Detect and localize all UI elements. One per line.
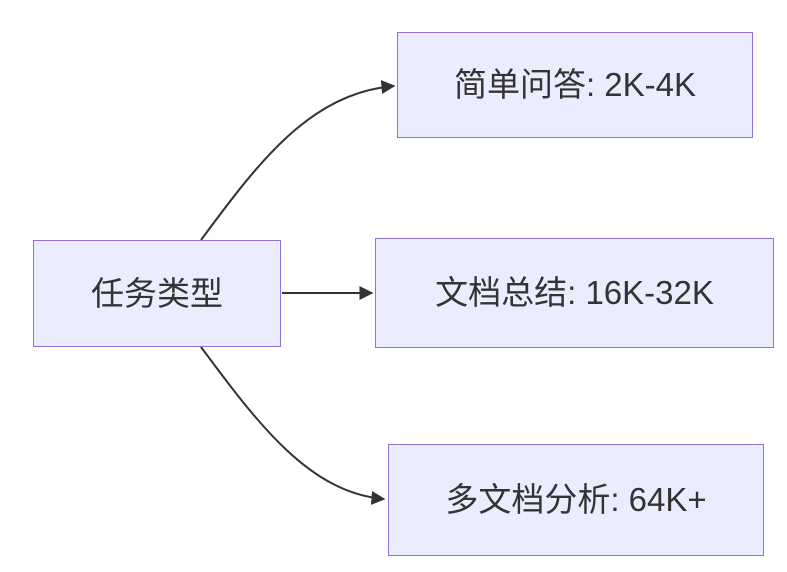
node-task-type-label: 任务类型 bbox=[91, 274, 223, 312]
edge-to-multi-doc bbox=[200, 346, 386, 505]
edge-to-simple-qa bbox=[200, 80, 396, 241]
node-simple-qa-label: 简单问答: 2K-4K bbox=[453, 66, 697, 104]
node-doc-summary-label: 文档总结: 16K-32K bbox=[435, 274, 714, 312]
node-task-type: 任务类型 bbox=[33, 240, 281, 347]
node-multi-doc-label: 多文档分析: 64K+ bbox=[445, 481, 707, 519]
node-simple-qa: 简单问答: 2K-4K bbox=[397, 32, 753, 138]
node-doc-summary: 文档总结: 16K-32K bbox=[375, 238, 774, 348]
node-multi-doc: 多文档分析: 64K+ bbox=[388, 444, 764, 556]
